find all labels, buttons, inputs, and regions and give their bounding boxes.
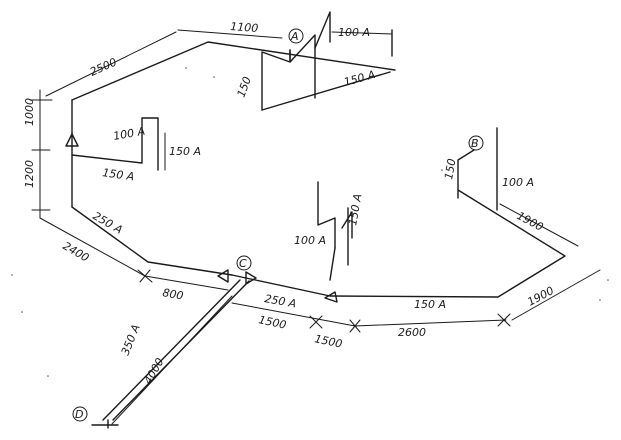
- dim-2400-cross-b: [139, 269, 151, 283]
- dim-1000-text: 1000: [23, 98, 36, 126]
- size-100-a: 100 A: [338, 26, 370, 39]
- branch-mid-drop: [329, 247, 336, 281]
- size-250-mid: 250 A: [263, 292, 297, 310]
- node-a-circle: [288, 28, 304, 44]
- node-d-label: D: [75, 408, 83, 421]
- branch-a-riser-3: [314, 11, 331, 49]
- branch-a-riser-1b: [289, 34, 316, 63]
- valves: [65, 133, 338, 303]
- branch-mid-zig: [317, 181, 336, 249]
- dim-1900-upper-line: [499, 203, 579, 247]
- pipe-c-to-d: [102, 279, 241, 421]
- dimension-lines: [29, 29, 601, 425]
- dim-2600-text: 2600: [398, 326, 426, 339]
- dim-800-text: 800: [161, 286, 184, 302]
- size-100-mid: 100 A: [294, 234, 326, 247]
- branch-a-diagonal: [261, 71, 391, 111]
- dim-1900-lower-line: [511, 269, 601, 321]
- pipe-left-lower: [71, 206, 233, 276]
- dim-4000-text: 4000: [141, 356, 166, 387]
- dim-1900b-text: 1900: [515, 209, 546, 234]
- branch-a-100-leader: [331, 31, 393, 35]
- dim-2500-line: [45, 31, 177, 97]
- branch-a: [261, 11, 393, 111]
- size-150-a-left: 150: [235, 75, 254, 99]
- branch-left: [71, 117, 166, 171]
- node-a-label: A: [290, 30, 299, 43]
- node-b-label: B: [471, 137, 479, 150]
- dim-1100-text: 1100: [230, 20, 259, 35]
- dim-2600-cross-b: [349, 319, 361, 333]
- pipe-top-run: [71, 41, 396, 101]
- pipe-right-run: [231, 189, 566, 298]
- dim-1500b-text: 1500: [313, 332, 343, 351]
- node-d-circle: [72, 406, 88, 422]
- dim-2600-line: [354, 319, 507, 327]
- branch-left-pipe: [71, 117, 159, 171]
- size-100-b: 100 A: [502, 176, 534, 189]
- dim-1500a-text: 1500: [257, 313, 287, 332]
- valve-mid: [324, 291, 338, 303]
- dim-1500-cross-b: [309, 315, 323, 329]
- size-100-left: 100 A: [112, 125, 146, 143]
- size-150-a-right: 150 A: [342, 68, 376, 89]
- dim-2400-line: [39, 217, 146, 277]
- branch-a-riser-1: [261, 49, 291, 111]
- valve-near-c-left: [217, 269, 229, 283]
- node-c-circle: [236, 255, 252, 271]
- branch-b: [457, 127, 498, 211]
- dim-2400-text: 2400: [61, 239, 92, 264]
- pipe-size-texts: 100 A 150 150 A 100 A 150 A 150 A 250 A …: [91, 26, 535, 357]
- size-150-b: 150: [442, 158, 458, 181]
- dim-1100-line: [177, 29, 283, 39]
- dim-1200-text: 1200: [23, 160, 36, 188]
- size-150-left-h: 150 A: [102, 166, 136, 183]
- branch-b-left: [457, 149, 475, 199]
- valve-near-c-right: [245, 271, 257, 285]
- dim-800-line: [144, 275, 229, 291]
- dim-2600-end-b: [497, 313, 511, 327]
- dim-1900a-text: 1900: [525, 284, 556, 309]
- scan-speckles: [11, 67, 609, 377]
- size-150-mid: 150 A: [346, 193, 364, 227]
- size-150-left-v: 150 A: [169, 145, 201, 158]
- valve-left-riser: [65, 133, 79, 147]
- node-c-label: C: [239, 257, 247, 270]
- node-labels: A B C D: [72, 28, 484, 422]
- node-b-circle: [468, 135, 484, 151]
- dim-2500-text: 2500: [88, 55, 119, 78]
- branch-mid: [317, 181, 353, 281]
- dimension-texts: 1100 2500 1000 1200 2400 800 1500 1500 2…: [23, 20, 556, 386]
- size-350-d: 350 A: [119, 323, 143, 358]
- dim-1500-line: [231, 302, 356, 327]
- size-150-lower: 150 A: [414, 298, 446, 311]
- branch-mid-zig2: [341, 211, 353, 239]
- dim-4000-line: [111, 295, 233, 425]
